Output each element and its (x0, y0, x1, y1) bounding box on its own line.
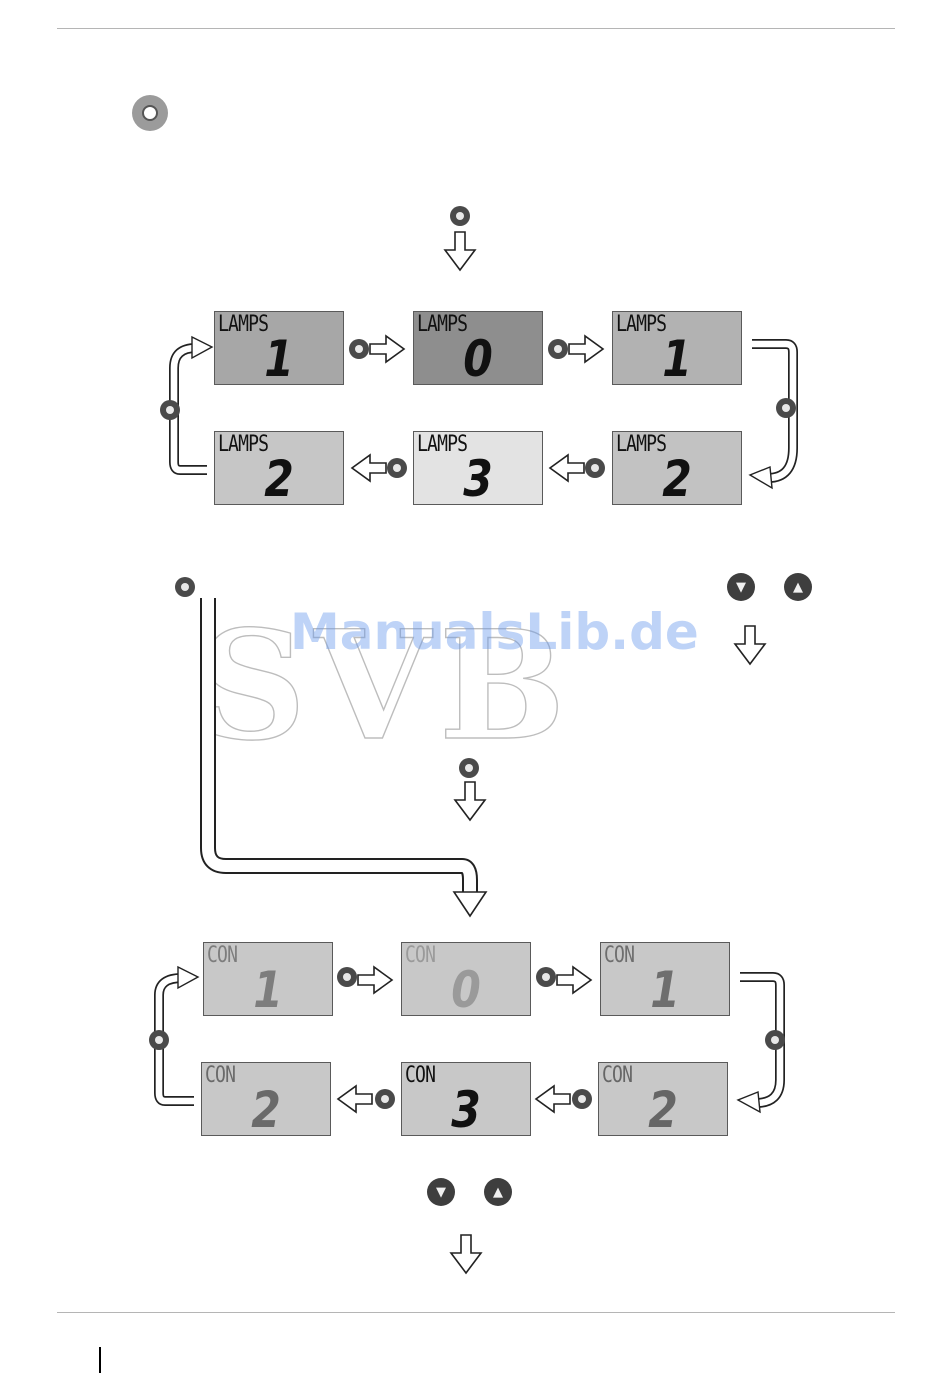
display-value: 0 (424, 332, 533, 386)
flow-arrow-icon (370, 336, 404, 362)
con-display: CON 2 (598, 1062, 728, 1136)
select-button-icon (349, 339, 369, 359)
lamps-display: LAMPS 1 (214, 311, 344, 385)
lamps-display: LAMPS 1 (612, 311, 742, 385)
select-button-icon (149, 1030, 169, 1050)
lamps-display: LAMPS 2 (214, 431, 344, 505)
flow-arrow-icon (550, 455, 584, 481)
display-value: 0 (412, 963, 521, 1017)
select-button-icon (536, 967, 556, 987)
con-display: CON 1 (600, 942, 730, 1016)
display-value: 2 (225, 452, 334, 506)
flow-arrow-icon (569, 336, 603, 362)
flow-arrow-icon (557, 967, 591, 993)
down-button-icon: ▼ (727, 573, 755, 601)
con-display: CON 1 (203, 942, 333, 1016)
select-button-icon (776, 398, 796, 418)
flow-arrow-icon (338, 1086, 372, 1112)
flow-arrow-icon (536, 1086, 570, 1112)
flow-arrow-icon (735, 626, 765, 664)
display-value: 1 (214, 963, 323, 1017)
display-value: 2 (623, 452, 732, 506)
flow-arrow-icon (445, 232, 475, 270)
lamps-display: LAMPS 0 (413, 311, 543, 385)
lamps-display: LAMPS 2 (612, 431, 742, 505)
select-button-icon (160, 400, 180, 420)
display-value: 1 (611, 963, 720, 1017)
select-button-icon (175, 577, 195, 597)
flow-arrow-icon (455, 782, 485, 820)
display-value: 1 (623, 332, 732, 386)
select-button-icon (459, 758, 479, 778)
con-display: CON 2 (201, 1062, 331, 1136)
display-value: 3 (412, 1083, 521, 1137)
up-button-icon: ▲ (784, 573, 812, 601)
select-button-icon (337, 967, 357, 987)
select-button-icon (450, 206, 470, 226)
con-display: CON 3 (401, 1062, 531, 1136)
select-button-icon (585, 458, 605, 478)
lamps-display: LAMPS 3 (413, 431, 543, 505)
select-button-icon (387, 458, 407, 478)
select-button-icon (548, 339, 568, 359)
select-button-icon (765, 1030, 785, 1050)
down-button-icon: ▼ (427, 1178, 455, 1206)
select-button-icon (572, 1089, 592, 1109)
display-value: 1 (225, 332, 334, 386)
select-button-icon (375, 1089, 395, 1109)
up-button-icon: ▲ (484, 1178, 512, 1206)
display-value: 3 (424, 452, 533, 506)
flow-arrow-icon (358, 967, 392, 993)
flow-arrow-icon (352, 455, 386, 481)
display-value: 2 (609, 1083, 718, 1137)
display-value: 2 (212, 1083, 321, 1137)
con-display: CON 0 (401, 942, 531, 1016)
flow-arrow-icon (451, 1235, 481, 1273)
